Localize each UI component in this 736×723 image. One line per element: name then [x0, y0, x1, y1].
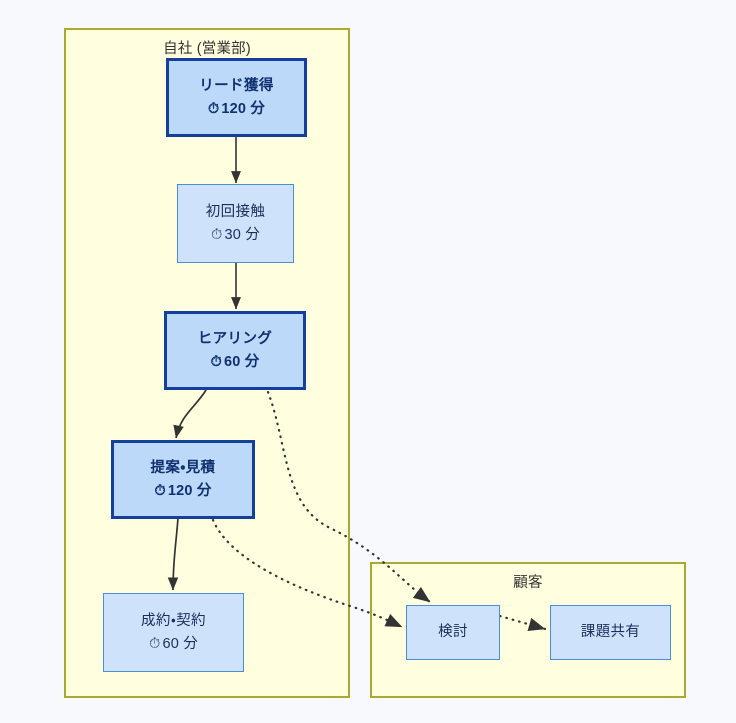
node-lead[interactable]: リード獲得 ⏱120 分 — [166, 58, 307, 137]
lane-customer-title: 顧客 — [513, 575, 543, 591]
node-contract-duration: ⏱60 分 — [149, 633, 198, 655]
node-first-contact[interactable]: 初回接触 ⏱30 分 — [177, 184, 294, 263]
node-share-issues[interactable]: 課題共有 — [550, 605, 671, 660]
stopwatch-icon: ⏱ — [149, 635, 161, 652]
node-proposal-duration: ⏱120 分 — [154, 480, 211, 502]
node-hearing-duration: ⏱60 分 — [211, 351, 260, 373]
stopwatch-icon: ⏱ — [211, 226, 223, 243]
stopwatch-icon: ⏱ — [210, 353, 223, 370]
node-lead-duration-value: 120 分 — [221, 100, 266, 117]
node-lead-duration: ⏱120 分 — [208, 98, 265, 120]
lane-own-company-title: 自社 (営業部) — [163, 41, 251, 57]
node-lead-label: リード獲得 — [199, 78, 274, 95]
node-proposal-duration-value: 120 分 — [167, 482, 212, 499]
node-review-label: 検討 — [438, 624, 468, 641]
node-hearing-duration-value: 60 分 — [224, 353, 260, 370]
stopwatch-icon: ⏱ — [154, 482, 166, 499]
node-proposal-label: 提案・見積 — [150, 460, 216, 477]
node-first-contact-duration-value: 30 分 — [224, 226, 260, 243]
node-hearing[interactable]: ヒアリング ⏱60 分 — [164, 311, 306, 390]
node-proposal[interactable]: 提案・見積 ⏱120 分 — [111, 440, 255, 519]
node-contract[interactable]: 成約・契約 ⏱60 分 — [103, 593, 244, 672]
stopwatch-icon: ⏱ — [207, 100, 220, 117]
node-contract-label: 成約・契約 — [141, 613, 206, 630]
node-review[interactable]: 検討 — [406, 605, 500, 660]
node-hearing-label: ヒアリング — [197, 331, 273, 348]
node-first-contact-label: 初回接触 — [205, 204, 266, 221]
node-first-contact-duration: ⏱30 分 — [211, 224, 260, 246]
node-share-issues-label: 課題共有 — [580, 624, 641, 641]
node-contract-duration-value: 60 分 — [162, 635, 198, 652]
